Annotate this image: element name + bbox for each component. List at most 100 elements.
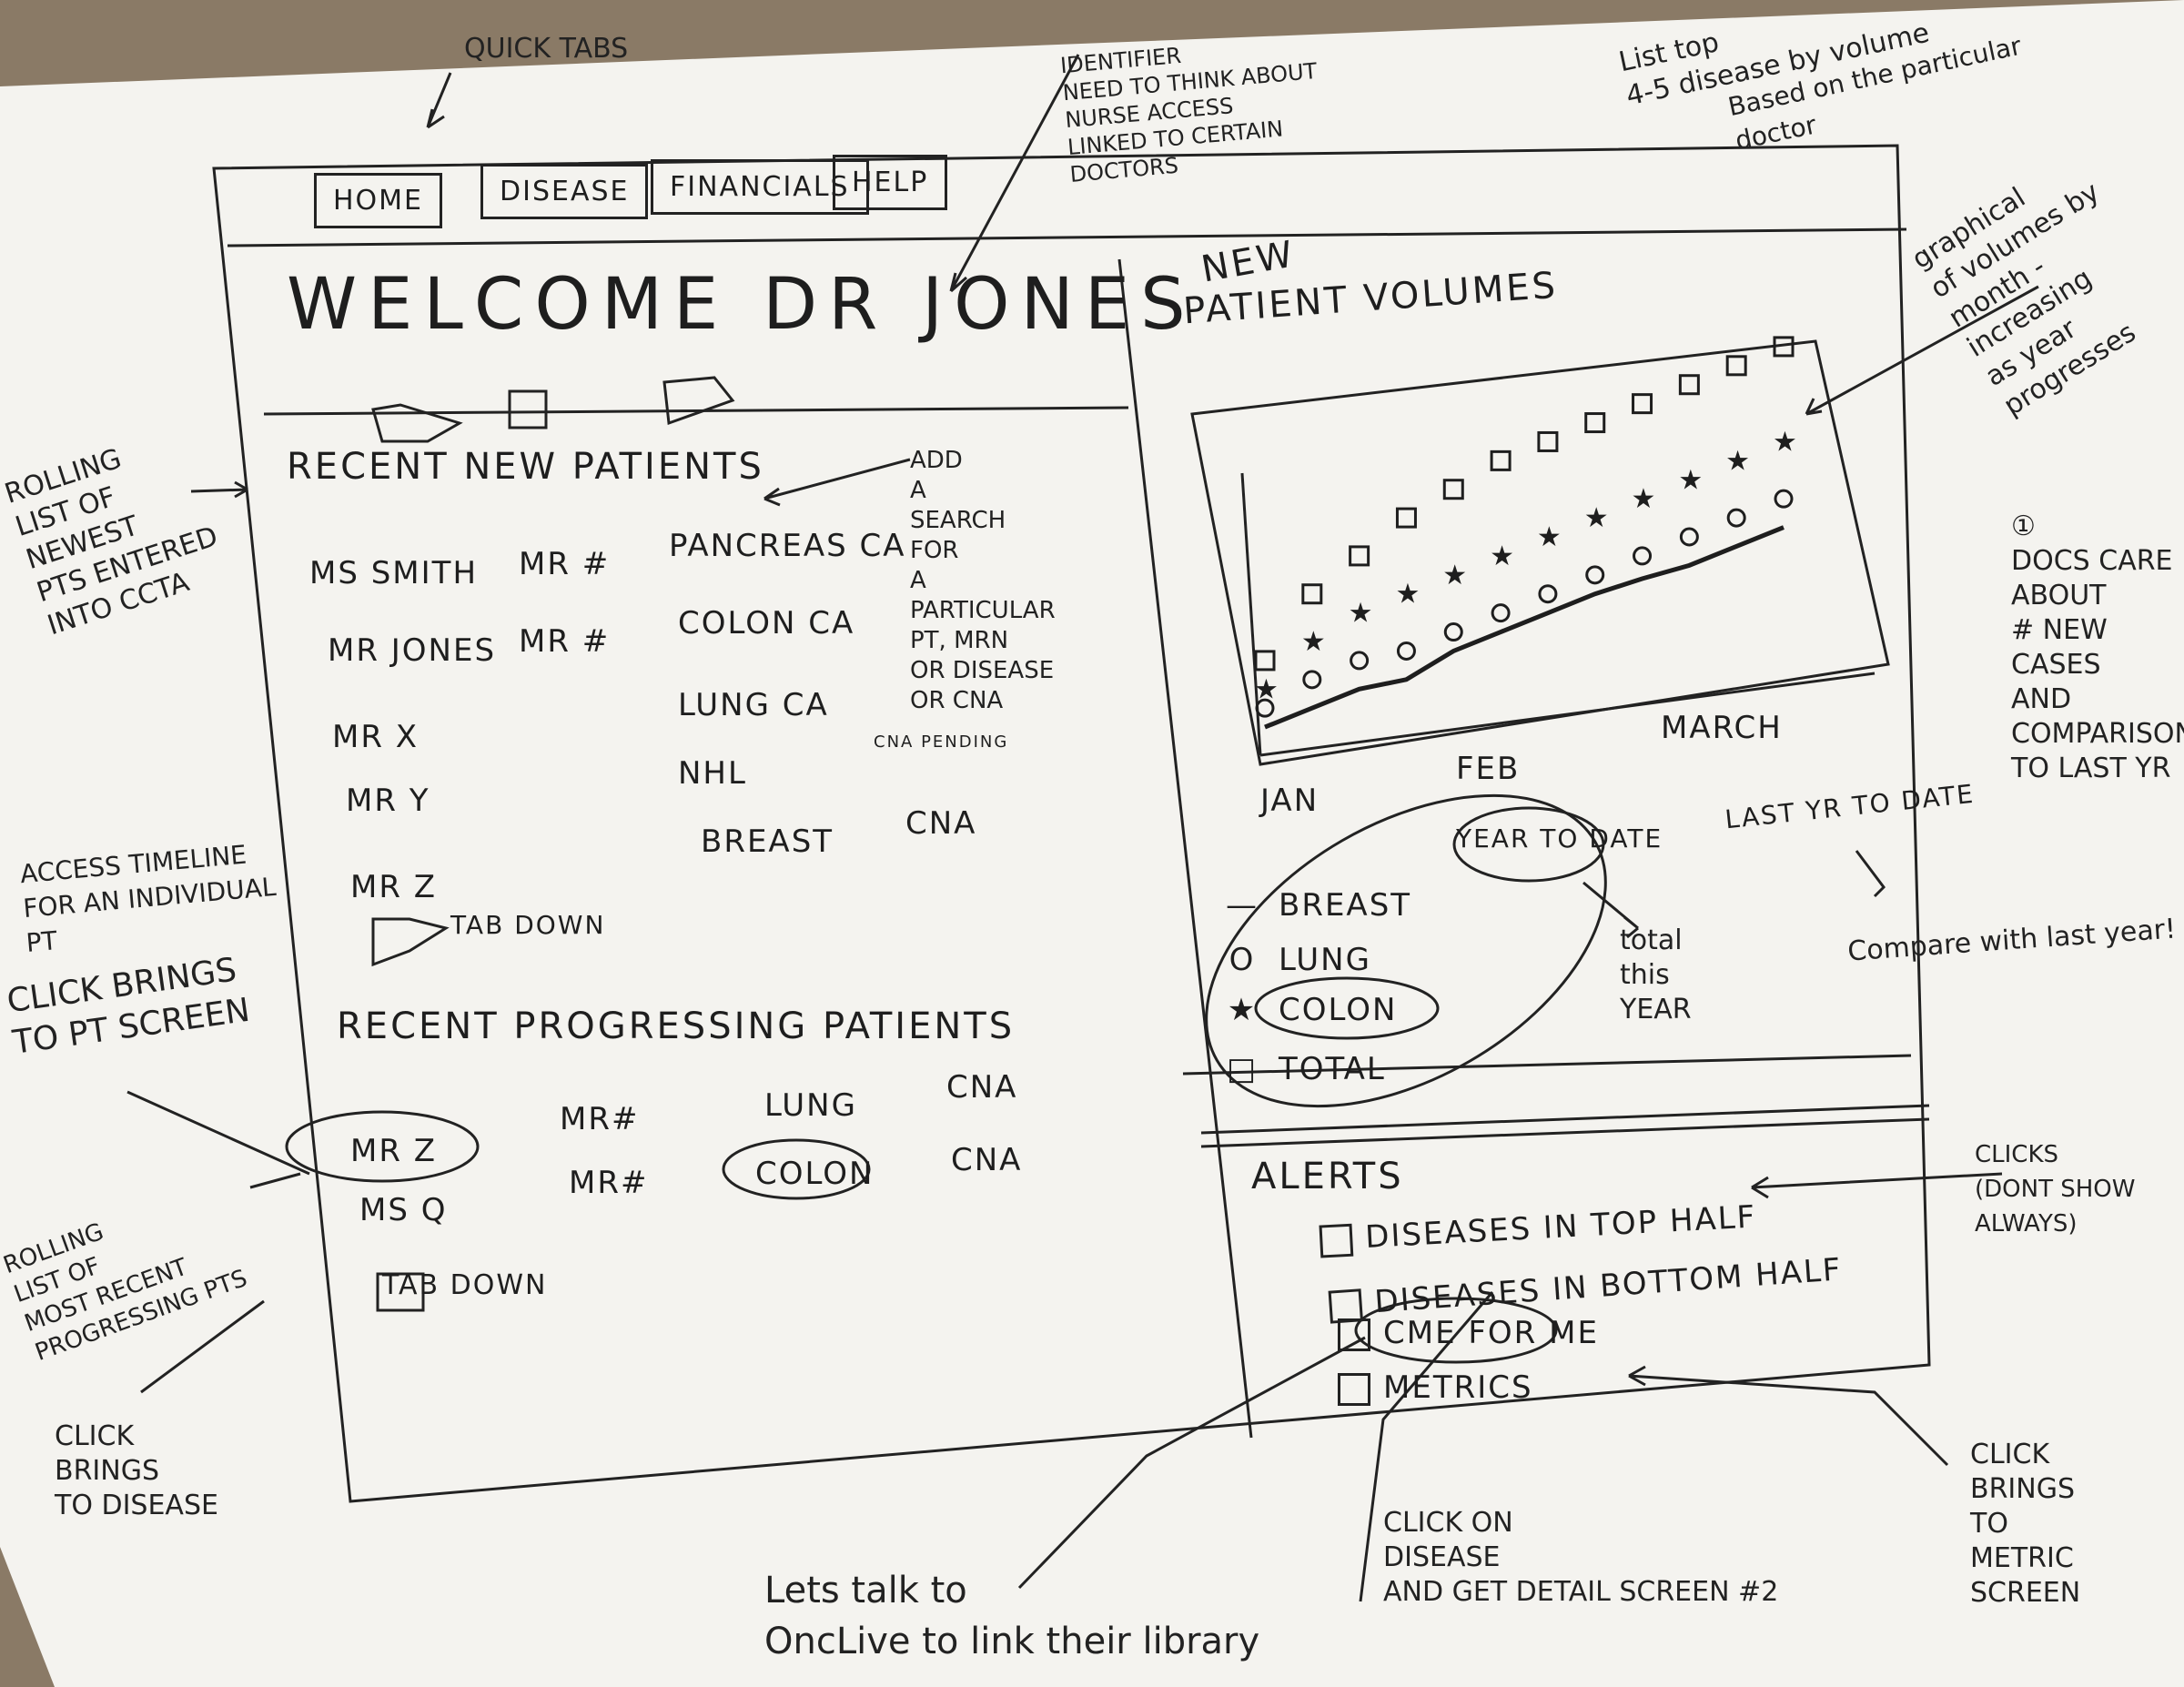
total-this-year-note: total this YEAR bbox=[1620, 924, 1692, 1025]
patient-status: CNA bbox=[905, 805, 977, 842]
data-point-colon: ★ bbox=[1537, 521, 1562, 553]
alerts-heading: ALERTS bbox=[1251, 1156, 1404, 1197]
patient-disease[interactable]: BREAST bbox=[701, 823, 834, 860]
data-point-total bbox=[1773, 336, 1795, 358]
patient-mrn: MR # bbox=[519, 623, 611, 660]
data-point-total bbox=[1678, 374, 1700, 396]
square-icon: □ bbox=[1226, 1051, 1259, 1087]
legend-item-lung[interactable]: O LUNG bbox=[1224, 942, 1371, 978]
quick-tabs-note: QUICK TABS bbox=[464, 33, 629, 65]
patient-disease[interactable]: NHL bbox=[678, 755, 747, 792]
click-brings-metric-note: CLICK BRINGS TO METRIC SCREEN bbox=[1970, 1439, 2081, 1609]
patient-disease[interactable]: COLON bbox=[755, 1156, 875, 1192]
data-point-colon: ★ bbox=[1632, 483, 1656, 515]
tab-help[interactable]: HELP bbox=[833, 155, 948, 210]
chart-x-tick: FEB bbox=[1456, 751, 1521, 787]
patient-name[interactable]: MR X bbox=[332, 719, 420, 755]
legend-item-colon[interactable]: ★ COLON bbox=[1224, 992, 1397, 1028]
patient-name[interactable]: MS Q bbox=[359, 1192, 448, 1228]
docs-care-note: ① DOCS CARE ABOUT # NEW CASES AND COMPAR… bbox=[2011, 510, 2184, 784]
patient-status: CNA bbox=[951, 1142, 1023, 1178]
data-point-total bbox=[1301, 583, 1323, 605]
identifier-note: IDENTIFIER NEED TO THINK ABOUT NURSE ACC… bbox=[1059, 42, 1319, 187]
patient-name[interactable]: MR Z bbox=[350, 869, 438, 905]
patient-status: CNA bbox=[946, 1069, 1018, 1106]
series-line-breast bbox=[1264, 525, 1785, 730]
data-point-total bbox=[1584, 412, 1606, 434]
tab-disease[interactable]: DISEASE bbox=[480, 164, 649, 219]
legend-label: BREAST bbox=[1279, 887, 1412, 924]
legend-label: TOTAL bbox=[1279, 1051, 1386, 1087]
patient-mrn: MR # bbox=[519, 546, 611, 582]
data-point-colon: ★ bbox=[1301, 626, 1326, 658]
lets-talk-note: Lets talk to OncLive to link their libra… bbox=[764, 1570, 1260, 1662]
data-point-lung bbox=[1774, 489, 1794, 509]
data-point-lung bbox=[1538, 584, 1558, 604]
welcome-title: WELCOME DR JONES bbox=[287, 264, 1197, 346]
alert-item[interactable]: METRICS bbox=[1338, 1369, 1533, 1406]
data-point-colon: ★ bbox=[1584, 502, 1609, 534]
line-icon: — bbox=[1226, 887, 1259, 924]
legend-item-breast[interactable]: — BREAST bbox=[1224, 887, 1411, 924]
data-point-lung bbox=[1585, 565, 1605, 585]
data-point-colon: ★ bbox=[1725, 445, 1750, 477]
recent-new-heading: RECENT NEW PATIENTS bbox=[287, 446, 764, 488]
patient-disease[interactable]: PANCREAS CA bbox=[669, 528, 906, 564]
patient-name[interactable]: MR Z bbox=[350, 1133, 438, 1169]
data-point-lung bbox=[1679, 527, 1699, 547]
data-point-lung bbox=[1726, 508, 1746, 528]
alert-label: METRICS bbox=[1383, 1369, 1533, 1406]
checkbox[interactable] bbox=[1338, 1318, 1370, 1351]
data-point-total bbox=[1725, 355, 1747, 377]
patient-mrn: MR# bbox=[569, 1165, 649, 1201]
year-to-date-button[interactable]: YEAR TO DATE bbox=[1456, 823, 1663, 854]
data-point-colon: ★ bbox=[1349, 598, 1373, 630]
checkbox[interactable] bbox=[1338, 1372, 1370, 1406]
data-point-lung bbox=[1255, 698, 1275, 718]
patient-disease[interactable]: LUNG bbox=[764, 1087, 857, 1124]
patient-name[interactable]: MS SMITH bbox=[309, 555, 479, 591]
click-brings-disease-note: CLICK BRINGS TO DISEASE bbox=[55, 1420, 218, 1521]
checkbox[interactable] bbox=[1319, 1223, 1354, 1258]
patient-status: CNA PENDING bbox=[874, 732, 1009, 752]
data-point-colon: ★ bbox=[1678, 464, 1703, 496]
data-point-lung bbox=[1396, 641, 1416, 661]
data-point-colon: ★ bbox=[1254, 673, 1279, 705]
data-point-colon: ★ bbox=[1395, 579, 1420, 611]
access-timeline-note: ACCESS TIMELINE FOR AN INDIVIDUAL PT bbox=[18, 839, 278, 958]
data-point-total bbox=[1395, 507, 1417, 529]
data-point-lung bbox=[1633, 546, 1653, 566]
patient-disease[interactable]: COLON CA bbox=[678, 605, 855, 641]
legend-label: COLON bbox=[1279, 992, 1398, 1028]
patient-disease[interactable]: LUNG CA bbox=[678, 687, 829, 723]
chart-x-tick: MARCH bbox=[1661, 710, 1783, 746]
data-point-total bbox=[1632, 393, 1653, 415]
tab-down-button[interactable]: TAB DOWN bbox=[382, 1269, 548, 1301]
tab-down-button[interactable]: TAB DOWN bbox=[450, 910, 606, 940]
volume-chart: ★★★★★★★★★★★★ bbox=[1254, 336, 1797, 730]
star-icon: ★ bbox=[1227, 992, 1258, 1028]
data-point-colon: ★ bbox=[1442, 560, 1467, 591]
data-point-total bbox=[1349, 545, 1370, 567]
data-point-total bbox=[1537, 430, 1559, 452]
data-point-colon: ★ bbox=[1490, 540, 1514, 572]
tab-home[interactable]: HOME bbox=[314, 173, 443, 228]
clicks-dont-show-note: CLICKS (DONT SHOW ALWAYS) bbox=[1975, 1141, 2136, 1237]
alert-label: CME FOR ME bbox=[1383, 1315, 1599, 1351]
legend-item-total[interactable]: □ TOTAL bbox=[1224, 1051, 1386, 1087]
recent-progressing-heading: RECENT PROGRESSING PATIENTS bbox=[337, 1005, 1016, 1047]
patient-mrn: MR# bbox=[560, 1101, 640, 1137]
alert-item[interactable]: CME FOR ME bbox=[1338, 1315, 1599, 1351]
data-point-total bbox=[1490, 450, 1512, 471]
data-point-total bbox=[1254, 650, 1276, 672]
patient-name[interactable]: MR Y bbox=[346, 783, 430, 819]
tab-financials[interactable]: FINANCIALS bbox=[651, 159, 869, 215]
patient-name[interactable]: MR JONES bbox=[328, 632, 497, 669]
add-search-note: ADD A SEARCH FOR A PARTICULAR PT, MRN OR… bbox=[910, 447, 1056, 714]
circle-icon: O bbox=[1228, 942, 1256, 978]
legend-label: LUNG bbox=[1279, 942, 1371, 978]
data-point-lung bbox=[1302, 670, 1322, 690]
data-point-lung bbox=[1350, 651, 1370, 671]
